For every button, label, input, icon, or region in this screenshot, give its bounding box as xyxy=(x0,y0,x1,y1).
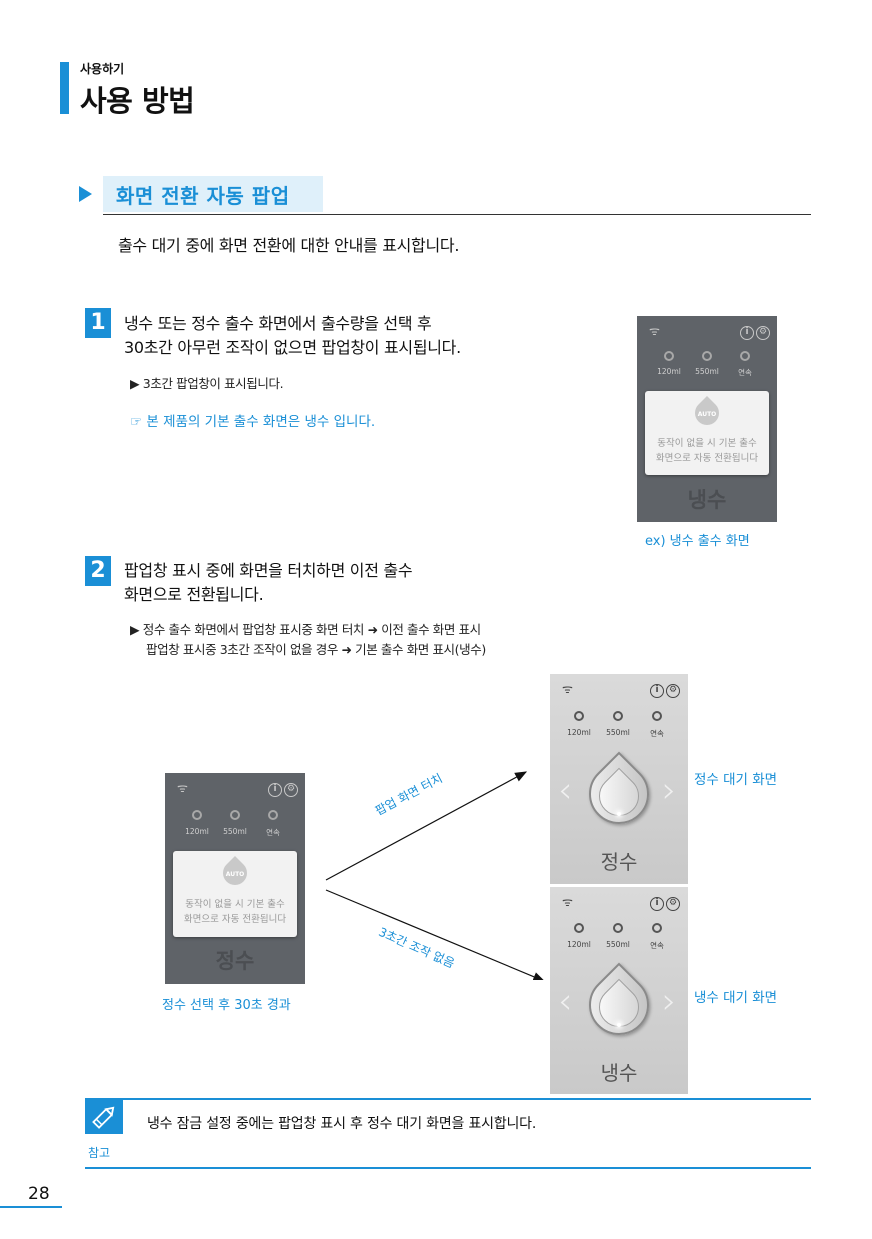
page-number: 28 xyxy=(28,1184,50,1204)
mode-label: 냉수 xyxy=(600,1061,638,1085)
option-label-continuous: 연속 xyxy=(266,828,280,837)
option-dot-continuous xyxy=(740,351,750,361)
option-dot-550 xyxy=(613,711,623,721)
step-number-2: 2 xyxy=(85,556,111,586)
gear-icon: ⚙ xyxy=(756,326,770,340)
mode-label: 냉수 xyxy=(687,488,727,512)
wifi-icon: ᯤ xyxy=(177,781,188,795)
wifi-icon: ᯤ xyxy=(649,324,660,338)
note-label: 참고 xyxy=(88,1146,111,1160)
option-dot-120 xyxy=(664,351,674,361)
section-label: 사용하기 xyxy=(80,62,125,76)
step1-text-line2: 30초간 아무런 조작이 없으면 팝업창이 표시됩니다. xyxy=(124,338,461,357)
step2-bullet1: ▶ 정수 출수 화면에서 팝업창 표시중 화면 터치 ➜ 이전 출수 화면 표시 xyxy=(130,622,481,637)
note-top-rule xyxy=(85,1098,811,1100)
option-label-continuous: 연속 xyxy=(650,729,664,738)
popup-line2: 화면으로 자동 전환됩니다 xyxy=(655,453,759,464)
option-dot-120 xyxy=(192,810,202,820)
chevron-left-icon[interactable]: ‹ xyxy=(558,981,573,1022)
gear-icon: ⚙ xyxy=(666,897,680,911)
chevron-right-icon[interactable]: › xyxy=(662,981,677,1022)
step-number-1: 1 xyxy=(85,308,111,338)
step2-text-line2: 화면으로 전환됩니다. xyxy=(124,585,264,604)
option-label-120: 120ml xyxy=(185,827,209,836)
step1-text-line1: 냉수 또는 정수 출수 화면에서 출수량을 선택 후 xyxy=(124,314,432,333)
triangle-bullet-icon xyxy=(79,186,92,202)
wifi-icon: ᯤ xyxy=(562,895,573,909)
dispense-button[interactable] xyxy=(576,751,662,837)
page-title: 사용 방법 xyxy=(80,84,195,118)
auto-popup[interactable]: AUTO 동작이 없을 시 기본 출수 화면으로 자동 전환됩니다 xyxy=(173,851,297,937)
mode-label: 정수 xyxy=(215,949,255,973)
screen-purified-popup: ᯤ i ⚙ 120ml 550ml 연속 AUTO 동작이 없을 시 기본 출수… xyxy=(165,773,305,984)
transition-arrows xyxy=(325,771,546,980)
option-label-550: 550ml xyxy=(695,367,719,376)
screen-d-label: 냉수 대기 화면 xyxy=(694,990,778,1006)
gear-icon: ⚙ xyxy=(284,783,298,797)
section-heading-box xyxy=(103,176,323,212)
step1-bullet: ▶ 3초간 팝업창이 표시됩니다. xyxy=(130,376,284,391)
option-label-550: 550ml xyxy=(606,940,630,949)
option-dot-550 xyxy=(613,923,623,933)
popup-line2: 화면으로 자동 전환됩니다 xyxy=(183,914,287,925)
pencil-icon xyxy=(92,1106,115,1129)
screen-c-label: 정수 대기 화면 xyxy=(694,772,778,788)
screen-cold-standby: ᯤ i ⚙ 120ml 550ml 연속 ‹ › 냉수 xyxy=(550,887,688,1094)
arrow-up xyxy=(325,771,528,881)
header-accent-bar xyxy=(60,62,69,114)
option-dot-550 xyxy=(702,351,712,361)
auto-popup[interactable]: AUTO 동작이 없을 시 기본 출수 화면으로 자동 전환됩니다 xyxy=(645,391,769,475)
option-label-120: 120ml xyxy=(657,367,681,376)
auto-badge: AUTO xyxy=(225,871,245,878)
section-title: 화면 전환 자동 팝업 xyxy=(116,184,290,208)
info-icon: i xyxy=(740,326,754,340)
info-icon: i xyxy=(268,783,282,797)
info-icon: i xyxy=(650,684,664,698)
chevron-left-icon[interactable]: ‹ xyxy=(558,770,573,811)
step2-bullet2: 팝업창 표시중 3초간 조작이 없을 경우 ➜ 기본 출수 화면 표시(냉수) xyxy=(146,642,486,657)
step1-note: ☞ 본 제품의 기본 출수 화면은 냉수 입니다. xyxy=(130,414,376,430)
option-label-550: 550ml xyxy=(606,728,630,737)
popup-line1: 동작이 없을 시 기본 출수 xyxy=(185,899,285,910)
option-dot-550 xyxy=(230,810,240,820)
option-label-120: 120ml xyxy=(567,940,591,949)
dispense-button[interactable] xyxy=(576,962,662,1048)
gear-icon: ⚙ xyxy=(666,684,680,698)
section-intro: 출수 대기 중에 화면 전환에 대한 안내를 표시합니다. xyxy=(118,236,460,255)
wifi-icon: ᯤ xyxy=(562,682,573,696)
section-divider xyxy=(103,214,811,215)
option-label-continuous: 연속 xyxy=(650,941,664,950)
auto-badge: AUTO xyxy=(697,411,717,418)
option-label-550: 550ml xyxy=(223,827,247,836)
option-dot-continuous xyxy=(652,923,662,933)
page-number-rule xyxy=(0,1206,62,1208)
screen-purified-standby: ᯤ i ⚙ 120ml 550ml 연속 ‹ › 정수 xyxy=(550,674,688,884)
arrow-down xyxy=(325,889,546,980)
status-led xyxy=(617,1023,621,1027)
chevron-right-icon[interactable]: › xyxy=(662,770,677,811)
screen-cold-popup: ᯤ i ⚙ 120ml 550ml 연속 AUTO 동작이 없을 시 기본 출수… xyxy=(637,316,777,522)
screen-a-caption: ex) 냉수 출수 화면 xyxy=(645,534,750,549)
option-label-continuous: 연속 xyxy=(738,368,752,377)
status-led xyxy=(617,812,621,816)
note-text: 냉수 잠금 설정 중에는 팝업창 표시 후 정수 대기 화면을 표시합니다. xyxy=(147,1116,537,1132)
mode-label: 정수 xyxy=(600,850,638,874)
option-dot-continuous xyxy=(268,810,278,820)
note-bottom-rule xyxy=(85,1167,811,1169)
step2-text-line1: 팝업창 표시 중에 화면을 터치하면 이전 출수 xyxy=(124,561,413,580)
option-dot-120 xyxy=(574,711,584,721)
screen-b-caption: 정수 선택 후 30초 경과 xyxy=(162,998,291,1013)
popup-line1: 동작이 없을 시 기본 출수 xyxy=(657,438,757,449)
option-label-120: 120ml xyxy=(567,728,591,737)
option-dot-continuous xyxy=(652,711,662,721)
note-icon-box xyxy=(85,1100,123,1134)
option-dot-120 xyxy=(574,923,584,933)
info-icon: i xyxy=(650,897,664,911)
